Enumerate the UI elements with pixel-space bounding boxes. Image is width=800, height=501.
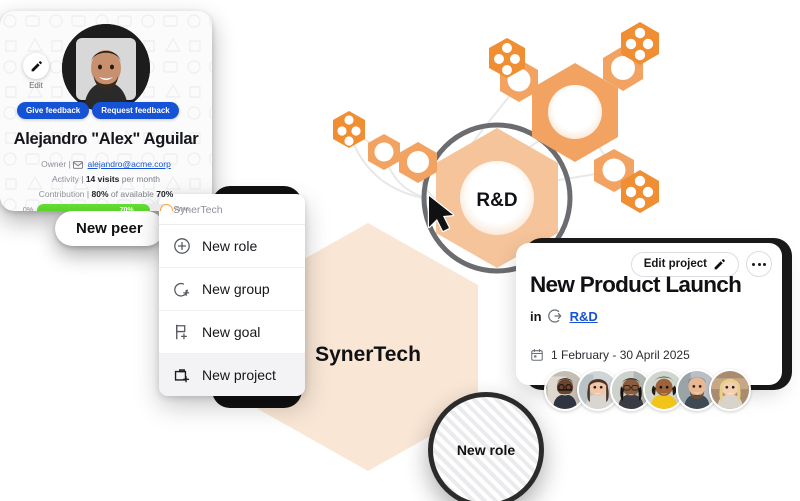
ellipsis-icon: [757, 262, 761, 266]
briefcase-add-icon: [174, 369, 190, 383]
project-date-range: 1 February - 30 April 2025: [551, 348, 690, 362]
avatar[interactable]: [709, 369, 751, 411]
mail-icon: [73, 161, 84, 169]
hex-synertech[interactable]: SynerTech: [258, 223, 478, 471]
contribution-available: 70%: [156, 189, 174, 199]
project-title: New Product Launch: [530, 272, 742, 297]
contribution-label: Contribution: [38, 189, 85, 199]
ellipsis-icon: [763, 262, 766, 266]
activity-suffix: per month: [121, 174, 161, 184]
contribution-progress: 0% 70% 80%: [0, 204, 212, 211]
hex-node-big[interactable]: [532, 63, 618, 162]
menu-item-label: New role: [202, 238, 258, 254]
owner-email-link[interactable]: alejandro@acme.corp: [87, 159, 171, 169]
create-dropdown-menu: SynerTech New role New group New goal: [159, 194, 305, 396]
feedback-buttons: Give feedback Request feedback: [17, 102, 179, 119]
flag-add-icon: [176, 324, 187, 340]
progress-fill: 70%: [37, 204, 150, 211]
menu-item-label: New group: [202, 281, 270, 297]
contribution-mid: of available: [110, 189, 154, 199]
progress-min-label: 0%: [22, 207, 34, 211]
hex-rnd-label: R&D: [476, 190, 517, 211]
project-more-button[interactable]: [746, 251, 772, 277]
separator: |: [68, 159, 74, 169]
menu-item-label: New project: [202, 367, 276, 383]
pencil-icon: [714, 258, 725, 269]
progress-track[interactable]: 70%: [37, 204, 174, 211]
menu-item-new-role[interactable]: New role: [159, 225, 305, 267]
new-peer-button[interactable]: New peer: [55, 211, 164, 246]
pencil-icon: [31, 60, 42, 71]
profile-activity-row: Activity | 14 visits per month: [0, 174, 212, 184]
project-parent-link[interactable]: R&D: [569, 308, 598, 324]
give-feedback-button[interactable]: Give feedback: [17, 102, 90, 119]
progress-knob[interactable]: [160, 204, 174, 211]
hex-node-single[interactable]: [368, 134, 400, 170]
menu-item-new-group[interactable]: New group: [159, 267, 305, 310]
hex-node-group[interactable]: [333, 111, 365, 148]
hex-node-group[interactable]: [621, 22, 659, 65]
project-date-row: 1 February - 30 April 2025: [530, 348, 690, 362]
project-card: Edit project New Product Launch in R&D: [516, 243, 782, 411]
project-card-actions: Edit project: [630, 251, 772, 277]
plus-circle-icon: [174, 238, 190, 254]
new-role-node[interactable]: New role: [428, 392, 544, 501]
avatar[interactable]: [643, 369, 685, 411]
in-label: in: [530, 308, 542, 324]
profile-contribution-row: Contribution | 80% of available 70%: [0, 189, 212, 199]
group-add-icon: [174, 282, 190, 297]
profile-name: Alejandro "Alex" Aguilar: [13, 130, 199, 148]
menu-item-new-goal[interactable]: New goal: [159, 310, 305, 353]
menu-item-new-project[interactable]: New project: [159, 353, 305, 396]
calendar-icon: [531, 348, 543, 361]
hex-node-group[interactable]: [621, 170, 659, 213]
hex-rnd[interactable]: R&D: [421, 122, 573, 274]
avatar-photo: [62, 24, 150, 112]
project-parent-row: in R&D: [530, 308, 598, 324]
menu-item-label: New goal: [202, 324, 261, 340]
edit-avatar-button[interactable]: [23, 53, 49, 79]
circle-arrow-icon: [547, 309, 561, 323]
edit-avatar-label: Edit: [29, 81, 43, 90]
hex-node-group[interactable]: [489, 38, 525, 78]
profile-owner-row: Owner | alejandro@acme.corp: [0, 159, 212, 169]
profile-avatar: [62, 24, 150, 112]
project-members: [544, 369, 751, 411]
progress-max-label: 80%: [175, 207, 190, 211]
separator: |: [86, 189, 92, 199]
hex-node-single[interactable]: [399, 142, 437, 183]
request-feedback-button[interactable]: Request feedback: [92, 102, 179, 119]
progress-current-label: 70%: [119, 207, 134, 211]
dropdown-header: SynerTech: [159, 194, 305, 225]
edit-project-button[interactable]: Edit project: [630, 251, 739, 277]
profile-card: Edit Give feedback Request feedback Alej…: [0, 11, 212, 211]
edit-project-label: Edit project: [643, 258, 707, 270]
hex-synertech-label: SynerTech: [315, 343, 421, 366]
avatar[interactable]: [544, 369, 586, 411]
arrow-cursor: [427, 194, 455, 233]
ellipsis-icon: [752, 262, 755, 266]
contribution-value: 80%: [91, 189, 109, 199]
activity-value: 14 visits: [85, 174, 120, 184]
activity-label: Activity: [51, 174, 79, 184]
owner-label: Owner: [41, 159, 67, 169]
separator: |: [81, 174, 86, 184]
